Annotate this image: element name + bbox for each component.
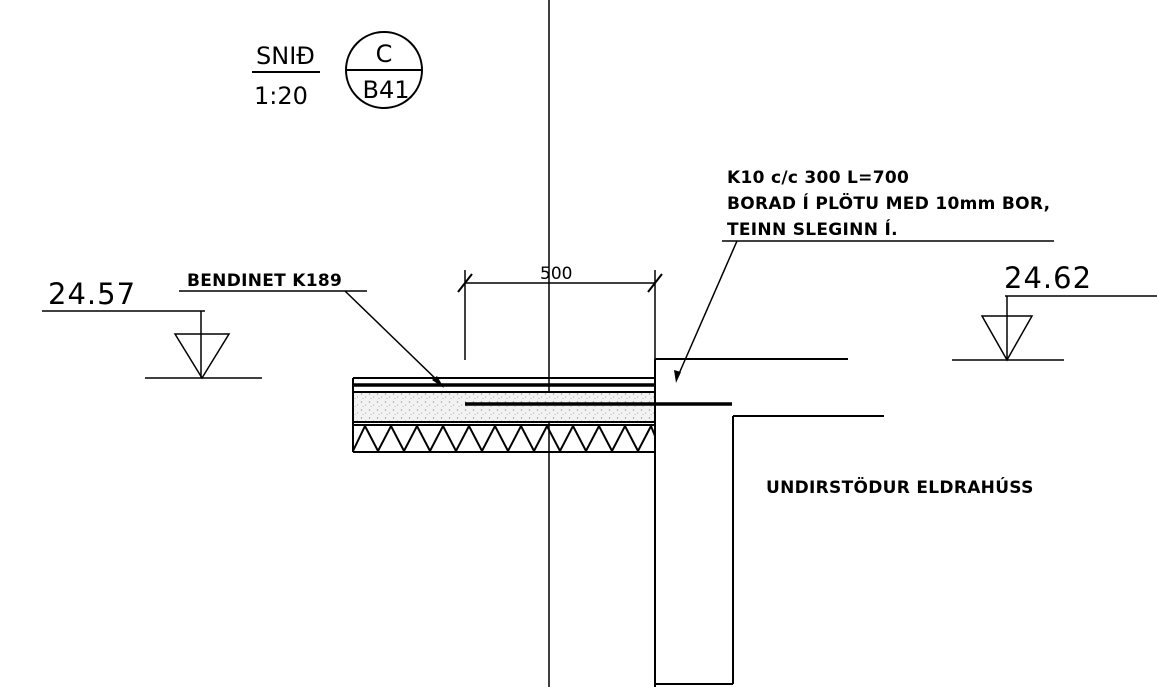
level-left-text: 24.57 <box>48 277 136 311</box>
rebar-leader <box>674 240 1054 383</box>
mesh-label: BENDINET K189 <box>187 271 342 291</box>
section-title: SNIÐ <box>256 42 315 70</box>
concrete-fill <box>354 392 654 422</box>
section-letter: C <box>376 40 393 68</box>
mesh-leader <box>179 290 444 388</box>
rebar-note-line-3: TEINN SLEGINN Í. <box>727 218 898 240</box>
dimension-value: 500 <box>540 264 572 284</box>
foundation-label: UNDIRSTÖDUR ELDRAHÚSS <box>766 476 1034 498</box>
dimension-500: 500 <box>457 264 663 360</box>
level-right-text: 24.62 <box>1004 261 1092 295</box>
section-scale: 1:20 <box>254 82 308 110</box>
section-mark: SNIÐ 1:20 C B41 <box>252 31 423 110</box>
existing-foundation <box>654 358 884 687</box>
rebar-note-line-1: K10 c/c 300 L=700 <box>727 168 909 188</box>
section-sheet-ref: B41 <box>362 76 409 104</box>
slab <box>352 377 732 454</box>
level-mark-right: 24.62 <box>952 261 1157 362</box>
rebar-note-line-2: BORAD Í PLÖTU MED 10mm BOR, <box>727 192 1050 214</box>
insulation-zigzag <box>352 423 656 454</box>
level-mark-left: 24.57 <box>42 277 262 380</box>
